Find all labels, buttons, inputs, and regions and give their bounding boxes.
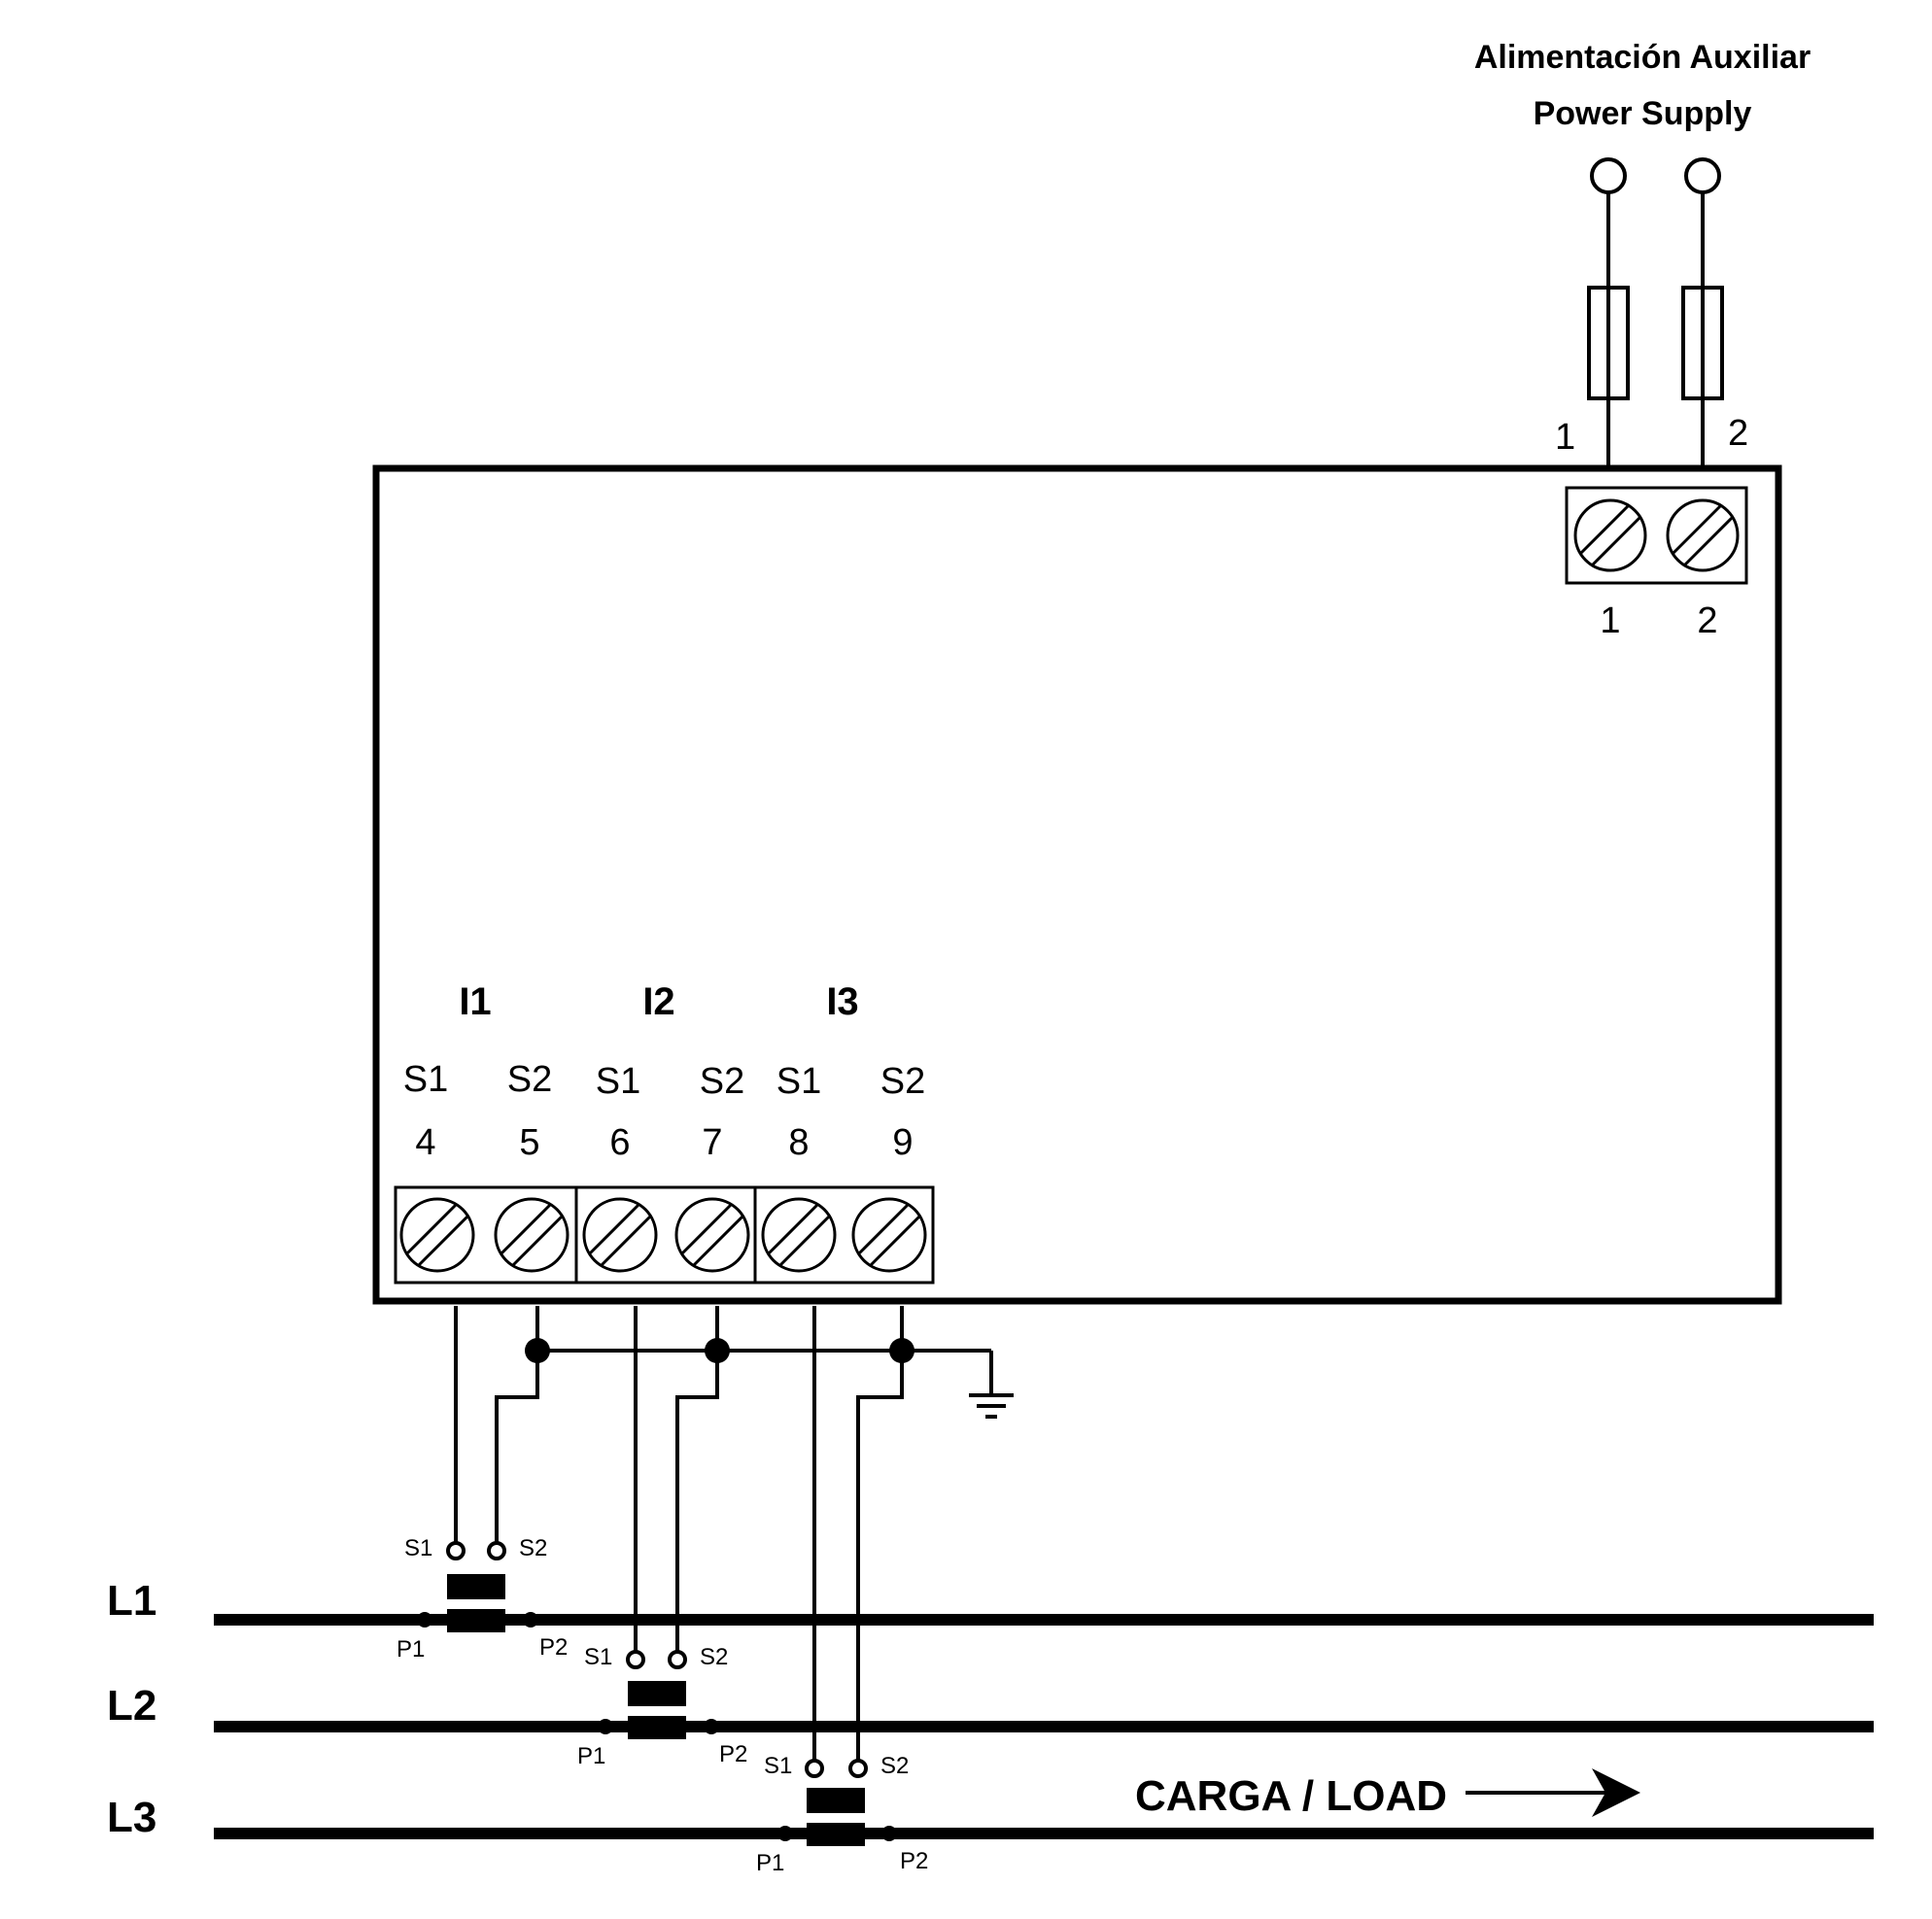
input-i3-s2-label: S2 bbox=[880, 1061, 925, 1102]
fuse-icon bbox=[1587, 286, 1630, 400]
ct-l2-s1-label: S1 bbox=[584, 1644, 612, 1670]
screw-terminal-icon bbox=[582, 1197, 658, 1273]
ct-l3-s1-label: S1 bbox=[764, 1753, 792, 1779]
terminal-number-4: 4 bbox=[415, 1122, 435, 1163]
power-supply-title-es: Alimentación Auxiliar bbox=[1474, 39, 1811, 76]
terminal-number-8: 8 bbox=[788, 1122, 809, 1163]
ct-l1-p1-label: P1 bbox=[397, 1636, 425, 1662]
ct-l1-p2-label: P2 bbox=[539, 1634, 568, 1661]
supply-terminal-block bbox=[1565, 486, 1748, 585]
supply-input-terminal-2 bbox=[1684, 157, 1721, 194]
supply-terminal-number-2: 2 bbox=[1697, 600, 1717, 641]
screw-terminal-icon bbox=[1666, 498, 1740, 572]
input-i1-s2-label: S2 bbox=[507, 1059, 552, 1100]
line-label-l2: L2 bbox=[107, 1682, 156, 1730]
ct-l2-p1-label: P1 bbox=[577, 1743, 605, 1769]
supply-terminal-number-1: 1 bbox=[1600, 600, 1620, 641]
terminal-number-6: 6 bbox=[609, 1122, 630, 1163]
ct-l3-p2-label: P2 bbox=[900, 1848, 928, 1874]
screw-terminal-icon bbox=[761, 1197, 837, 1273]
input-i2-s2-label: S2 bbox=[700, 1061, 744, 1102]
supply-wire-label-2: 2 bbox=[1728, 413, 1748, 454]
input-i2-s1-label: S1 bbox=[596, 1061, 640, 1102]
load-label: CARGA / LOAD bbox=[1135, 1772, 1447, 1820]
line-label-l1: L1 bbox=[107, 1577, 156, 1625]
ground-icon bbox=[969, 1393, 1014, 1419]
device-enclosure bbox=[372, 464, 1782, 1305]
ct-l3-p1-label: P1 bbox=[756, 1850, 784, 1876]
ct-l1-s1-label: S1 bbox=[404, 1535, 432, 1561]
fuse-icon bbox=[1681, 286, 1724, 400]
input-name-i2: I2 bbox=[642, 980, 674, 1023]
screw-terminal-icon bbox=[1573, 498, 1647, 572]
screw-terminal-icon bbox=[851, 1197, 927, 1273]
supply-wire-label-1: 1 bbox=[1555, 417, 1575, 458]
current-terminal-block bbox=[394, 1185, 935, 1285]
ct-l2-p2-label: P2 bbox=[719, 1741, 747, 1767]
current-transformer-icon bbox=[598, 1650, 719, 1739]
input-i1-s1-label: S1 bbox=[403, 1059, 448, 1100]
terminal-number-5: 5 bbox=[519, 1122, 539, 1163]
ct-l1-s2-label: S2 bbox=[519, 1535, 547, 1561]
current-transformer-icon bbox=[417, 1541, 538, 1632]
input-name-i1: I1 bbox=[459, 980, 491, 1023]
input-name-i3: I3 bbox=[826, 980, 858, 1023]
ct-l2-s2-label: S2 bbox=[700, 1644, 728, 1670]
screw-terminal-icon bbox=[494, 1197, 569, 1273]
arrow-right-icon bbox=[1466, 1768, 1640, 1817]
screw-terminal-icon bbox=[674, 1197, 750, 1273]
screw-terminal-icon bbox=[399, 1197, 475, 1273]
terminal-number-9: 9 bbox=[892, 1122, 913, 1163]
terminal-number-7: 7 bbox=[702, 1122, 722, 1163]
ct-l3-s2-label: S2 bbox=[880, 1753, 909, 1779]
power-supply-title-en: Power Supply bbox=[1534, 95, 1752, 132]
line-label-l3: L3 bbox=[107, 1794, 156, 1841]
current-transformer-icon bbox=[777, 1759, 897, 1846]
input-i3-s1-label: S1 bbox=[776, 1061, 821, 1102]
supply-input-terminal-1 bbox=[1590, 157, 1627, 194]
